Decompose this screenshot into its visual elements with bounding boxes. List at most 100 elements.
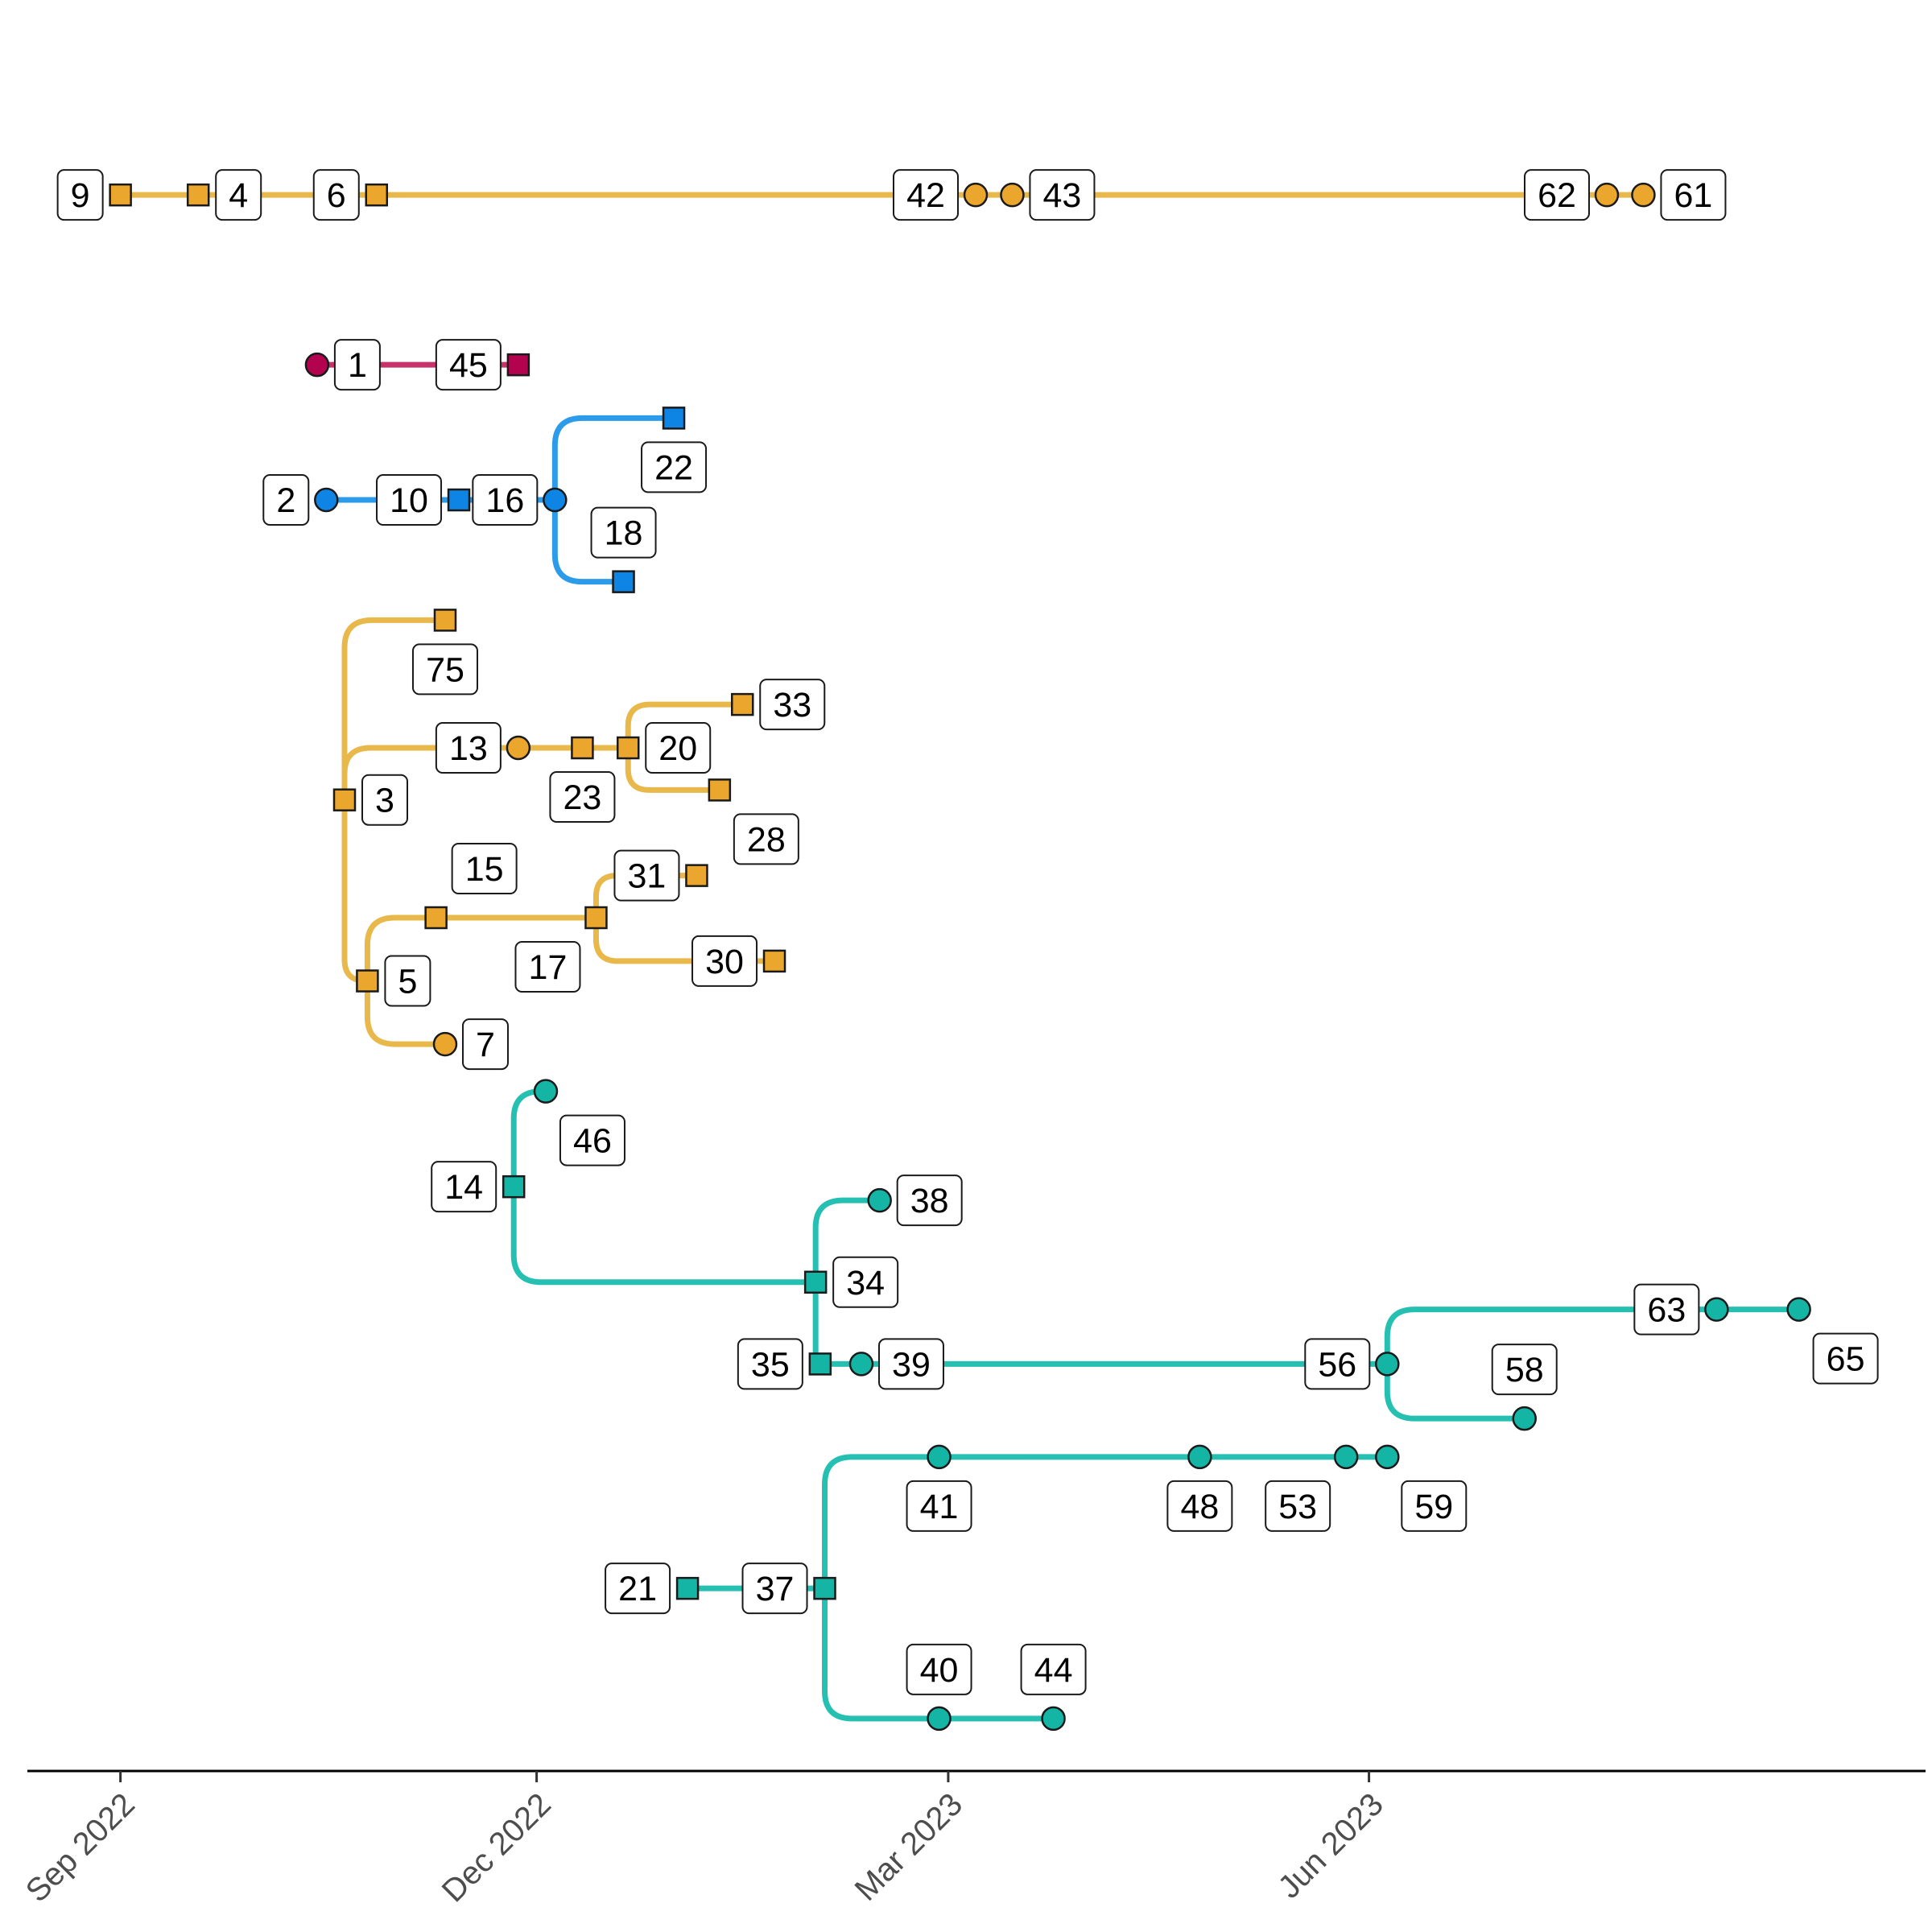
node-label-box	[384, 955, 431, 1007]
node-2-marker	[314, 487, 339, 513]
edge-16-22	[551, 415, 677, 503]
node-62-marker	[1594, 182, 1620, 208]
node-label-text: 28	[747, 820, 786, 859]
node-label-box	[906, 1480, 972, 1532]
node-label-box	[312, 169, 360, 221]
node-label-box	[1633, 1283, 1700, 1335]
node-label-box	[613, 849, 680, 902]
node-label-text: 43	[1043, 176, 1082, 215]
node-label-box	[1401, 1480, 1468, 1532]
node-label-text: 59	[1414, 1488, 1453, 1526]
node-45-label: 45	[435, 339, 502, 391]
node-label-box	[411, 643, 478, 696]
node-22-marker	[662, 407, 686, 430]
node-13-marker	[506, 735, 531, 761]
node-18-label: 18	[590, 506, 657, 559]
edge-17-30	[592, 914, 778, 964]
node-63-marker	[1704, 1297, 1729, 1322]
node-label-box	[906, 1643, 972, 1695]
node-1-marker	[304, 352, 330, 378]
node-44-marker	[1041, 1706, 1066, 1732]
node-label-box	[832, 1256, 899, 1308]
node-10-marker	[447, 488, 471, 512]
node-58-label: 58	[1491, 1344, 1558, 1396]
node-label-text: 30	[705, 943, 744, 981]
node-61-marker	[1631, 182, 1656, 208]
node-label-text: 31	[628, 857, 667, 896]
node-17-marker	[584, 906, 608, 930]
edge-56-63	[1384, 1307, 1719, 1367]
node-label-text: 23	[563, 778, 601, 817]
node-label-box	[435, 722, 502, 774]
node-6-label: 6	[312, 169, 360, 221]
node-65-marker	[1786, 1297, 1811, 1322]
node-13-label: 13	[435, 722, 502, 774]
node-38-marker	[867, 1187, 892, 1213]
node-41-label: 41	[906, 1480, 972, 1532]
x-tick-label: Mar 2023	[848, 1786, 970, 1908]
node-33-marker	[731, 692, 754, 716]
node-label-text: 62	[1538, 176, 1576, 215]
node-29-label: 29	[683, 1782, 747, 1832]
node-label-box	[549, 771, 616, 824]
node-label-box	[1166, 1480, 1233, 1532]
node-6-marker	[365, 183, 389, 207]
node-20-label: 20	[645, 722, 712, 774]
node-label-text: 53	[1278, 1488, 1317, 1526]
node-33-label: 33	[759, 679, 826, 731]
node-46-label: 46	[559, 1114, 625, 1166]
edge-3-75	[341, 617, 448, 803]
node-43-marker	[1000, 182, 1025, 208]
node-label-box	[56, 169, 104, 221]
node-35-label: 35	[737, 1338, 803, 1390]
edge-37-41	[822, 1454, 943, 1591]
node-30-marker	[762, 949, 786, 973]
node-22-label: 22	[641, 441, 708, 493]
node-label-text: 16	[485, 481, 524, 520]
x-tick-label: Jun 2023	[1271, 1786, 1389, 1905]
node-31-label: 31	[613, 849, 680, 902]
node-15-label: 15	[451, 843, 518, 894]
node-label-text: 40	[920, 1651, 959, 1690]
node-label-box	[893, 169, 959, 221]
node-label-box	[361, 774, 408, 826]
node-28-marker	[708, 778, 732, 802]
edge-3-13	[341, 745, 522, 803]
node-4-label: 4	[215, 169, 262, 221]
node-23-label: 23	[549, 771, 616, 824]
node-61-label: 61	[1660, 169, 1727, 221]
node-9-label: 9	[56, 169, 104, 221]
node-label-box	[215, 169, 262, 221]
node-2-label: 2	[262, 474, 310, 526]
node-label-box	[737, 1338, 803, 1390]
node-16-label: 16	[472, 474, 539, 526]
node-label-box	[645, 722, 712, 774]
node-label-box	[1265, 1480, 1331, 1532]
node-label-box	[1029, 169, 1096, 221]
edge-5-15	[364, 914, 440, 985]
node-label-box	[1304, 1338, 1371, 1390]
node-label-text: 48	[1180, 1488, 1219, 1526]
node-label-text: 38	[910, 1182, 949, 1220]
node-label-box	[472, 474, 539, 526]
node-48-marker	[1187, 1444, 1212, 1470]
node-label-box	[431, 1161, 497, 1213]
node-label-text: 1	[348, 346, 367, 385]
node-label-box	[1660, 169, 1727, 221]
node-45-marker	[506, 353, 530, 377]
node-43-label: 43	[1029, 169, 1096, 221]
node-label-text: 9	[71, 176, 90, 215]
node-5-label: 5	[384, 955, 431, 1007]
node-label-text: 44	[1034, 1651, 1073, 1690]
node-label-text: 15	[465, 850, 504, 889]
node-59-label: 59	[1401, 1480, 1468, 1532]
node-7-label: 7	[461, 1018, 509, 1071]
node-label-box	[514, 941, 581, 993]
node-18-marker	[612, 570, 635, 593]
node-label-text: 45	[449, 346, 488, 385]
node-3-label: 3	[361, 774, 408, 826]
node-39-marker	[848, 1352, 874, 1377]
